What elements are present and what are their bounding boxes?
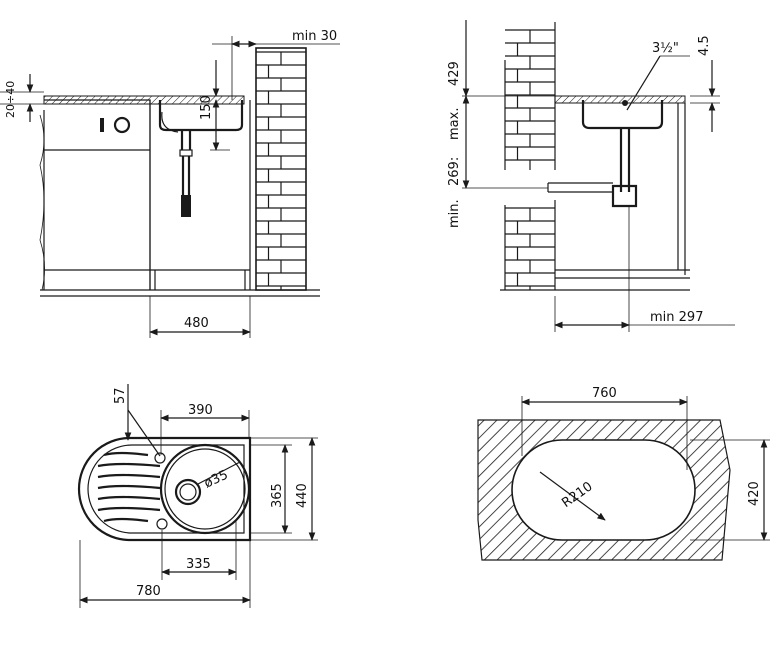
brick-wall-1	[255, 47, 307, 291]
sink-top-view: 57 390 ø35 365 440 335 780	[77, 384, 318, 608]
dim-780: 780	[136, 584, 161, 599]
dim-20-40: 20÷40	[4, 81, 17, 118]
dim-420: 420	[747, 481, 762, 506]
dim-min-label: min.	[447, 199, 462, 228]
cutout-view: 760 R210 420	[477, 386, 770, 561]
dim-150: 150	[199, 95, 214, 120]
side-section-view: 429 max. 269: min. 3½" 4.5 min 297	[447, 20, 735, 332]
dim-335: 335	[186, 557, 211, 572]
dim-diameter-35: ø35	[202, 468, 231, 492]
front-section-view: min 30 20÷40 150 480	[0, 29, 340, 338]
dim-429: 429	[447, 61, 462, 86]
dim-57: 57	[113, 387, 128, 404]
dim-max-label: max.	[447, 108, 462, 140]
dim-390: 390	[188, 403, 213, 418]
brick-wall-2	[504, 22, 556, 290]
dim-269: 269:	[447, 157, 462, 186]
dim-760: 760	[592, 386, 617, 401]
dim-365: 365	[270, 483, 285, 508]
dim-4-5: 4.5	[697, 35, 712, 56]
dim-3-half: 3½"	[652, 41, 679, 56]
dim-440: 440	[295, 483, 310, 508]
dim-min-30: min 30	[292, 29, 337, 44]
dim-480: 480	[184, 316, 209, 331]
dim-min-297: min 297	[650, 310, 703, 325]
